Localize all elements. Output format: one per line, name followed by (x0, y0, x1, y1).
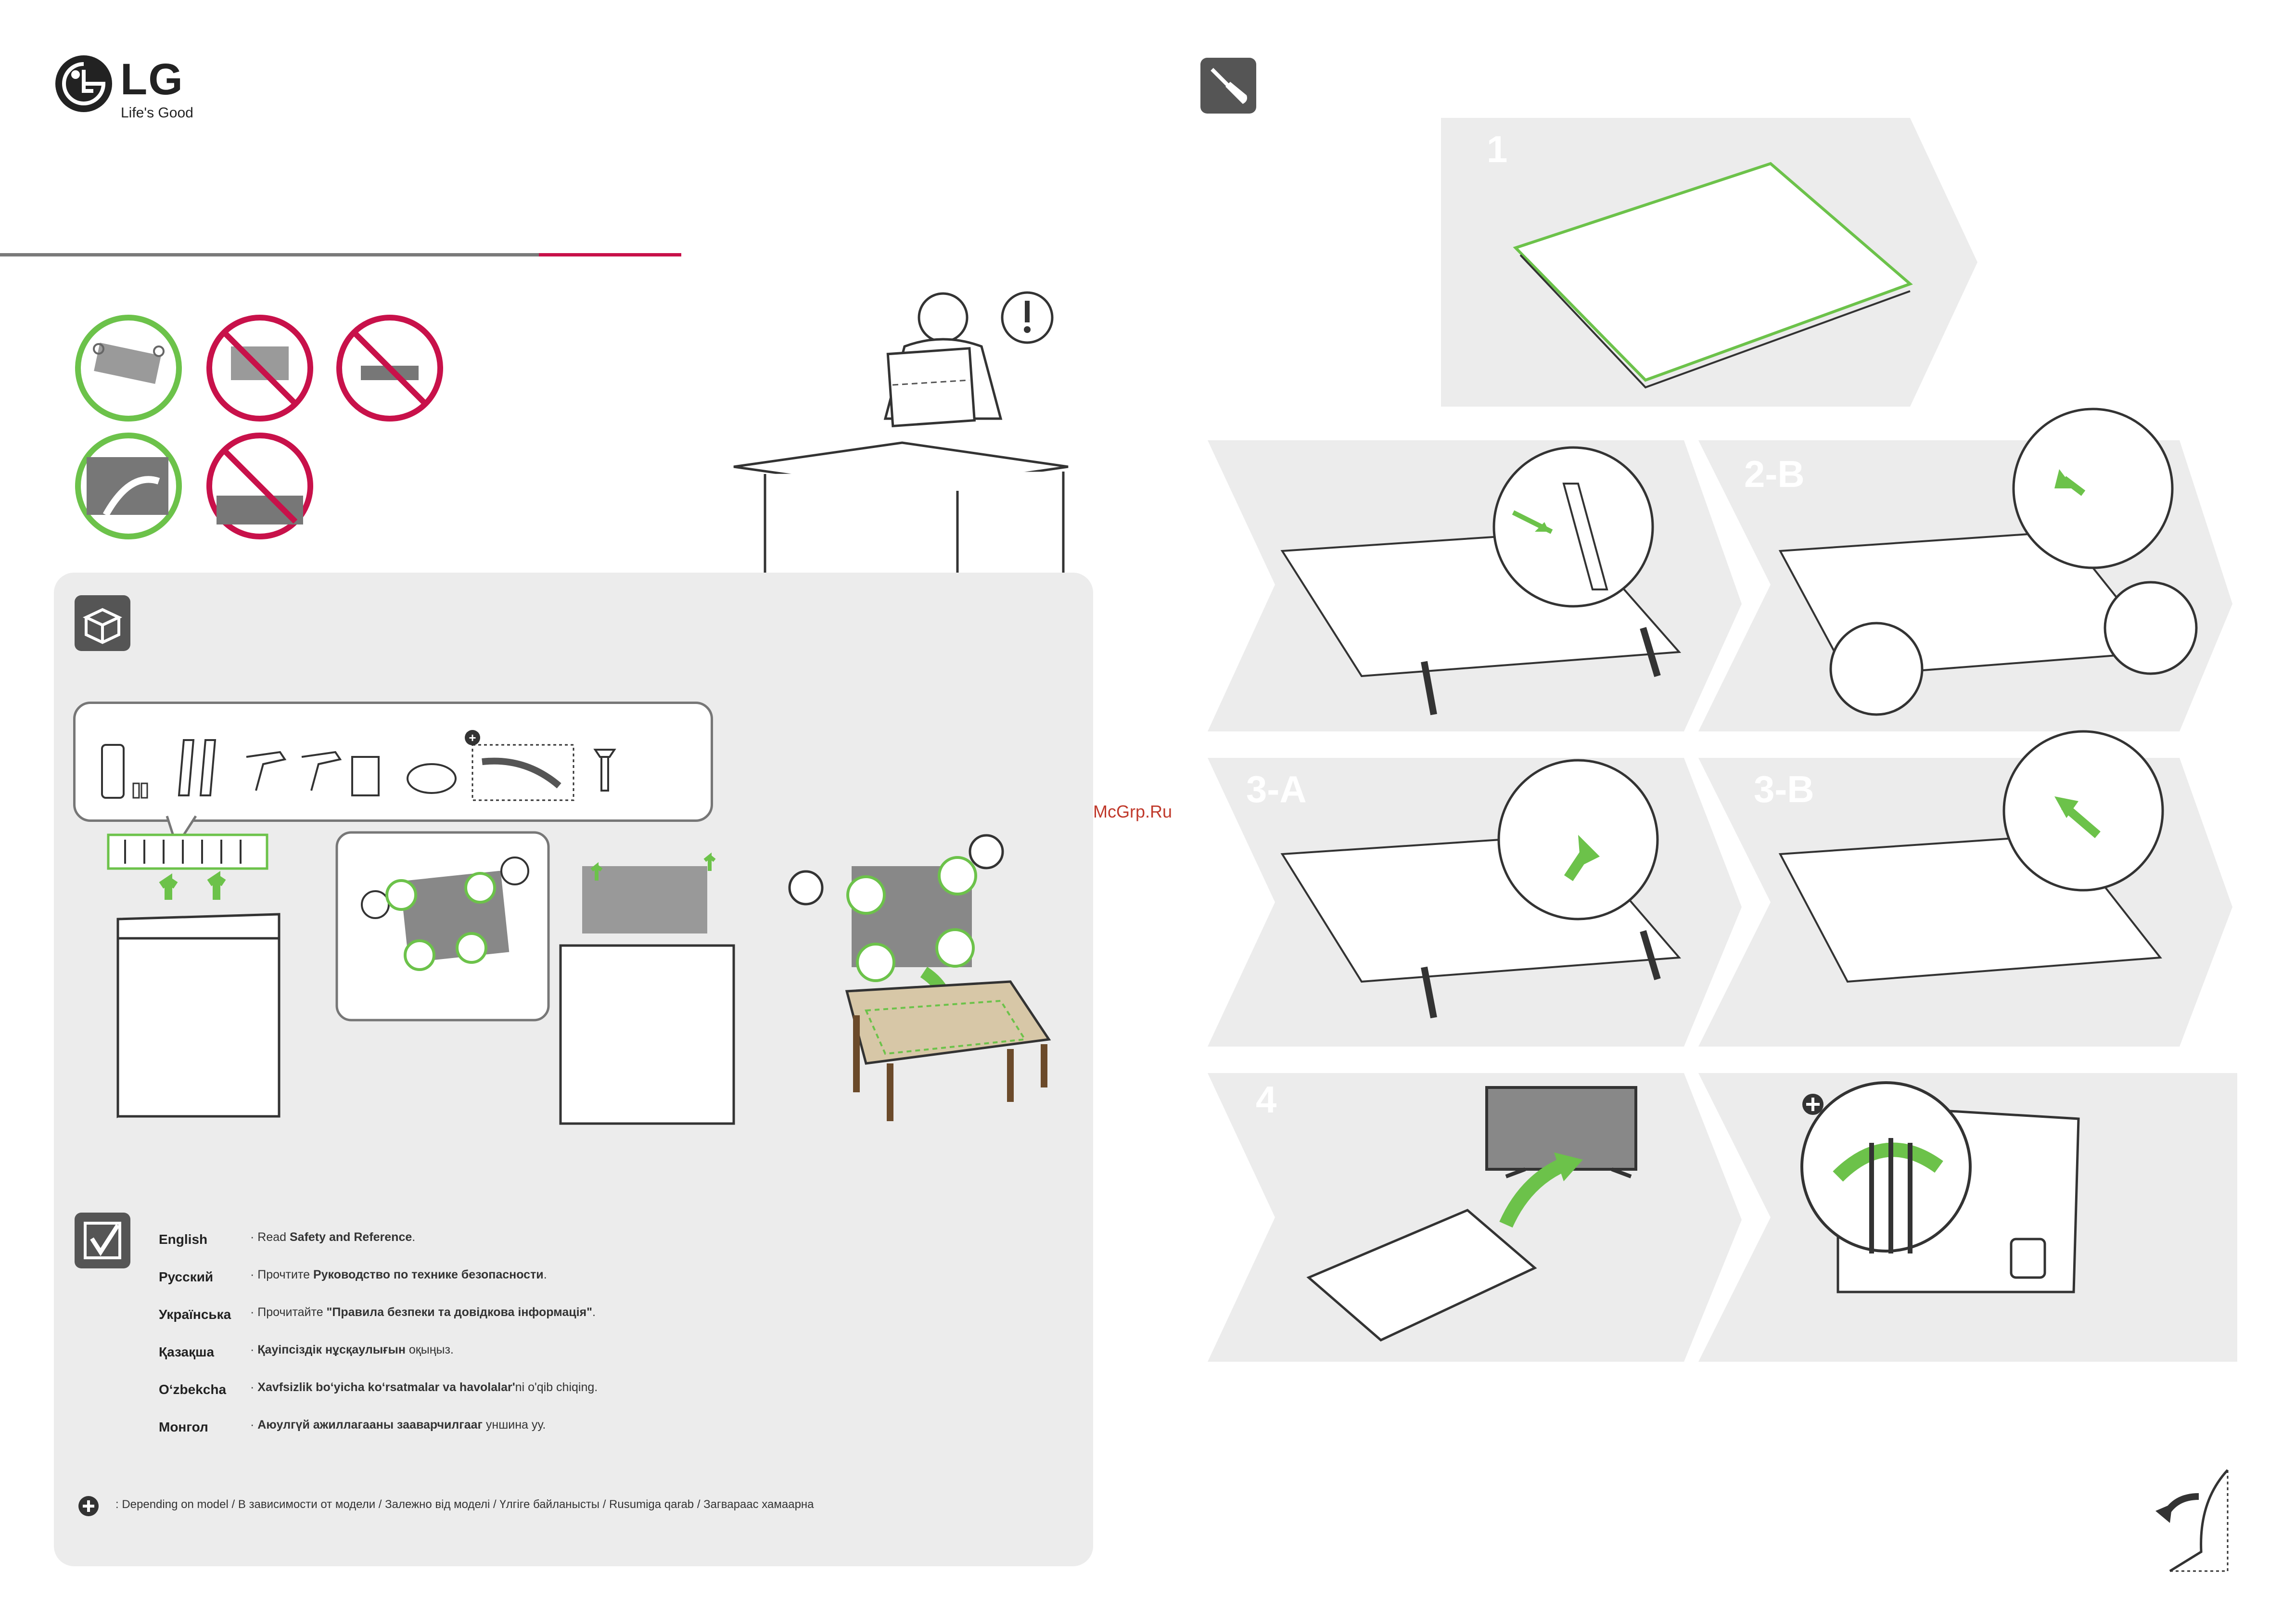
accessories-illustration: + (101, 730, 616, 849)
lang-name: Қазақша (159, 1344, 215, 1359)
lg-logo-icon (55, 55, 112, 112)
step-label-3a: 3-A (1246, 768, 1307, 810)
lg-tagline: Life's Good (121, 105, 193, 121)
carry-guidelines (75, 315, 443, 539)
grip-ok-circle-4 (75, 433, 182, 539)
lang-instruction: · Прочитайте "Правила безпеки та довідко… (250, 1305, 596, 1319)
lang-name: O‘zbekcha (159, 1382, 227, 1397)
step-label-3b: 3-B (1754, 768, 1814, 810)
cable-tie-icon (407, 763, 457, 794)
open-box-icon (75, 595, 130, 651)
carry-no-circle-3 (336, 315, 443, 422)
step-label-2b: 2-B (1744, 453, 1805, 495)
lang-instruction: · Read Safety and Reference. (250, 1230, 416, 1244)
grip-no-circle-5 (206, 433, 313, 539)
header-rule-accent (539, 253, 681, 256)
page-turn-icon (2155, 1469, 2229, 1573)
stand-leg-icon (178, 739, 195, 796)
watermark: McGrp.Ru (1093, 802, 1173, 821)
lang-instruction: · Прочтите Руководство по технике безопа… (250, 1268, 547, 1281)
lang-instruction: · Қауіпсіздік нұсқаулығын оқыңыз. (250, 1343, 454, 1356)
manual-icon (351, 756, 380, 796)
checkmark-document-icon (75, 1213, 130, 1268)
lang-name: Українська (159, 1307, 231, 1322)
model-dependency-footnote: : Depending on model / В зависимости от … (115, 1498, 814, 1511)
step-label-1: 1 (1487, 128, 1508, 170)
carry-ok-circle-1 (75, 315, 182, 422)
plus-circle-icon (465, 730, 480, 745)
unboxing-sequence-illustration (107, 831, 1051, 1125)
carry-no-circle-2 (206, 315, 313, 422)
lang-name: Русский (159, 1269, 214, 1284)
lg-logo: LG Life's Good (55, 55, 209, 128)
plus-circle-icon (78, 1496, 99, 1516)
assembly-steps (1208, 118, 2237, 1362)
screwdriver-icon (1200, 58, 1256, 114)
svg-text:+: + (469, 730, 476, 745)
lang-instruction: · Xavfsizlik bo‘yicha ko‘rsatmalar va ha… (250, 1381, 598, 1394)
lang-instruction: · Аюулгүй ажиллагааны зааварчилгааг унши… (250, 1418, 546, 1432)
remote-control-icon (101, 744, 125, 799)
screw-icon (593, 749, 616, 758)
header-rule (0, 253, 539, 256)
lg-wordmark: LG (120, 55, 184, 104)
step-label-4: 4 (1256, 1078, 1277, 1121)
lang-name: Монгол (159, 1419, 208, 1434)
lang-name: English (159, 1232, 208, 1247)
